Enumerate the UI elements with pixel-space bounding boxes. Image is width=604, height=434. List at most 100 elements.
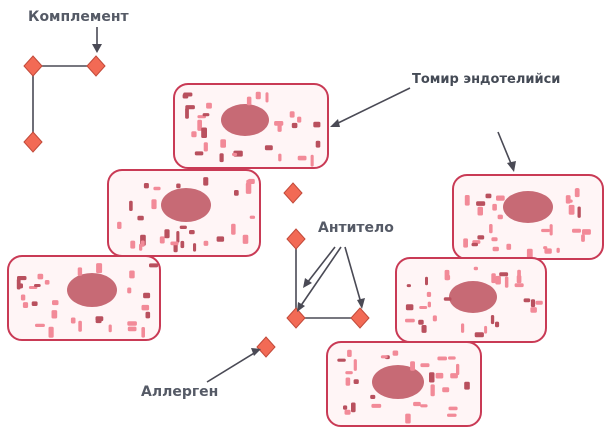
cell-granule bbox=[524, 298, 531, 302]
cell-2 bbox=[108, 170, 260, 256]
endothelial-cells bbox=[8, 84, 603, 426]
cell-granule bbox=[164, 229, 169, 238]
cell-nucleus bbox=[503, 191, 553, 223]
antibody-pointer-line-3 bbox=[345, 247, 361, 303]
cell-granule bbox=[250, 216, 255, 219]
cell-granule bbox=[142, 305, 150, 311]
cell-granule bbox=[445, 270, 450, 280]
cell-granule bbox=[543, 246, 547, 249]
endothelial-pointer-arrowhead-1 bbox=[330, 119, 340, 127]
cell-granule bbox=[217, 236, 225, 241]
cell-granule bbox=[189, 230, 195, 234]
cell-granule bbox=[436, 373, 444, 379]
cell-granule bbox=[405, 414, 411, 424]
cell-granule bbox=[204, 241, 209, 246]
cell-granule bbox=[35, 324, 45, 327]
cell-granule bbox=[265, 145, 273, 150]
cell-granule bbox=[203, 177, 208, 186]
cell-granule bbox=[346, 378, 351, 386]
complement-diamond-corner bbox=[24, 56, 42, 76]
cell-granule bbox=[234, 190, 239, 196]
antibody-label: Антитело bbox=[318, 220, 394, 236]
cell-granule bbox=[137, 216, 143, 221]
cell-granule bbox=[420, 363, 429, 367]
cell-6 bbox=[327, 342, 481, 426]
cell-granule bbox=[32, 301, 38, 306]
cell-granule bbox=[433, 315, 437, 321]
complement-label: Комплемент bbox=[28, 9, 130, 25]
cell-granule bbox=[146, 312, 151, 319]
complement-diamond-right bbox=[87, 56, 105, 76]
cell-granule bbox=[181, 241, 185, 248]
cell-granule bbox=[96, 316, 104, 321]
cell-granule bbox=[476, 201, 485, 206]
cell-granule bbox=[493, 247, 499, 252]
cell-granule bbox=[413, 402, 421, 406]
cell-granule bbox=[530, 307, 537, 313]
cell-granule bbox=[144, 183, 149, 188]
cell-granule bbox=[491, 273, 496, 283]
cell-granule bbox=[52, 300, 59, 305]
cell-granule bbox=[96, 263, 102, 273]
cell-granule bbox=[448, 356, 456, 359]
cell-granule bbox=[486, 194, 492, 199]
cell-granule bbox=[129, 201, 133, 211]
cell-granule bbox=[531, 299, 535, 307]
antibody-pointer-arrowhead-2 bbox=[297, 302, 305, 312]
cell-granule bbox=[566, 195, 571, 204]
cell-granule bbox=[407, 284, 411, 287]
cell-granule bbox=[298, 156, 307, 161]
cell-nucleus bbox=[372, 365, 424, 399]
cell-granule bbox=[582, 229, 591, 235]
cell-nucleus bbox=[221, 104, 269, 136]
antibody-diamond-corner bbox=[287, 308, 305, 328]
cell-granule bbox=[191, 131, 196, 137]
cell-granule bbox=[206, 103, 212, 109]
cell-granule bbox=[354, 359, 357, 371]
cell-granule bbox=[71, 318, 76, 324]
cell-granule bbox=[474, 267, 478, 270]
cell-4 bbox=[453, 175, 603, 259]
cell-granule bbox=[337, 359, 346, 362]
cell-granule bbox=[243, 235, 249, 244]
cell-granule bbox=[34, 284, 41, 287]
cell-granule bbox=[38, 274, 44, 280]
cell-granule bbox=[517, 270, 521, 279]
cell-granule bbox=[292, 123, 298, 128]
endothelial-pointer-arrowhead-2 bbox=[507, 161, 516, 172]
cell-granule bbox=[541, 229, 550, 232]
cell-granule bbox=[203, 113, 210, 116]
cell-granule bbox=[491, 237, 497, 241]
cell-granule bbox=[141, 327, 145, 338]
cell-granule bbox=[160, 236, 165, 243]
cell-granule bbox=[278, 154, 281, 162]
cell-granule bbox=[393, 351, 399, 356]
cell-granule bbox=[477, 235, 484, 239]
cell-granule bbox=[201, 128, 207, 139]
cell-granule bbox=[185, 108, 189, 119]
cell-granule bbox=[345, 410, 351, 415]
cell-granule bbox=[52, 310, 58, 318]
cell-granule bbox=[431, 384, 435, 396]
cell-granule bbox=[449, 407, 458, 411]
cell-granule bbox=[311, 155, 314, 167]
cell-granule bbox=[491, 315, 494, 324]
cell-granule bbox=[266, 92, 269, 102]
cell-granule bbox=[17, 279, 21, 290]
cell-granule bbox=[437, 357, 447, 361]
cell-nucleus bbox=[449, 281, 497, 313]
antibody-pointer-line-2 bbox=[300, 247, 341, 307]
cell-granule bbox=[232, 153, 237, 156]
cell-granule bbox=[313, 122, 320, 128]
cell-granule bbox=[117, 222, 121, 229]
cell-5 bbox=[396, 258, 546, 342]
cell-granule bbox=[575, 188, 580, 197]
cell-granule bbox=[297, 117, 301, 123]
cell-granule bbox=[143, 293, 150, 299]
cell-granule bbox=[153, 187, 160, 191]
cell-granule bbox=[569, 205, 575, 215]
endothelial-pointer-line-2 bbox=[498, 132, 512, 166]
cell-granule bbox=[506, 244, 511, 250]
cell-granule bbox=[347, 350, 352, 357]
